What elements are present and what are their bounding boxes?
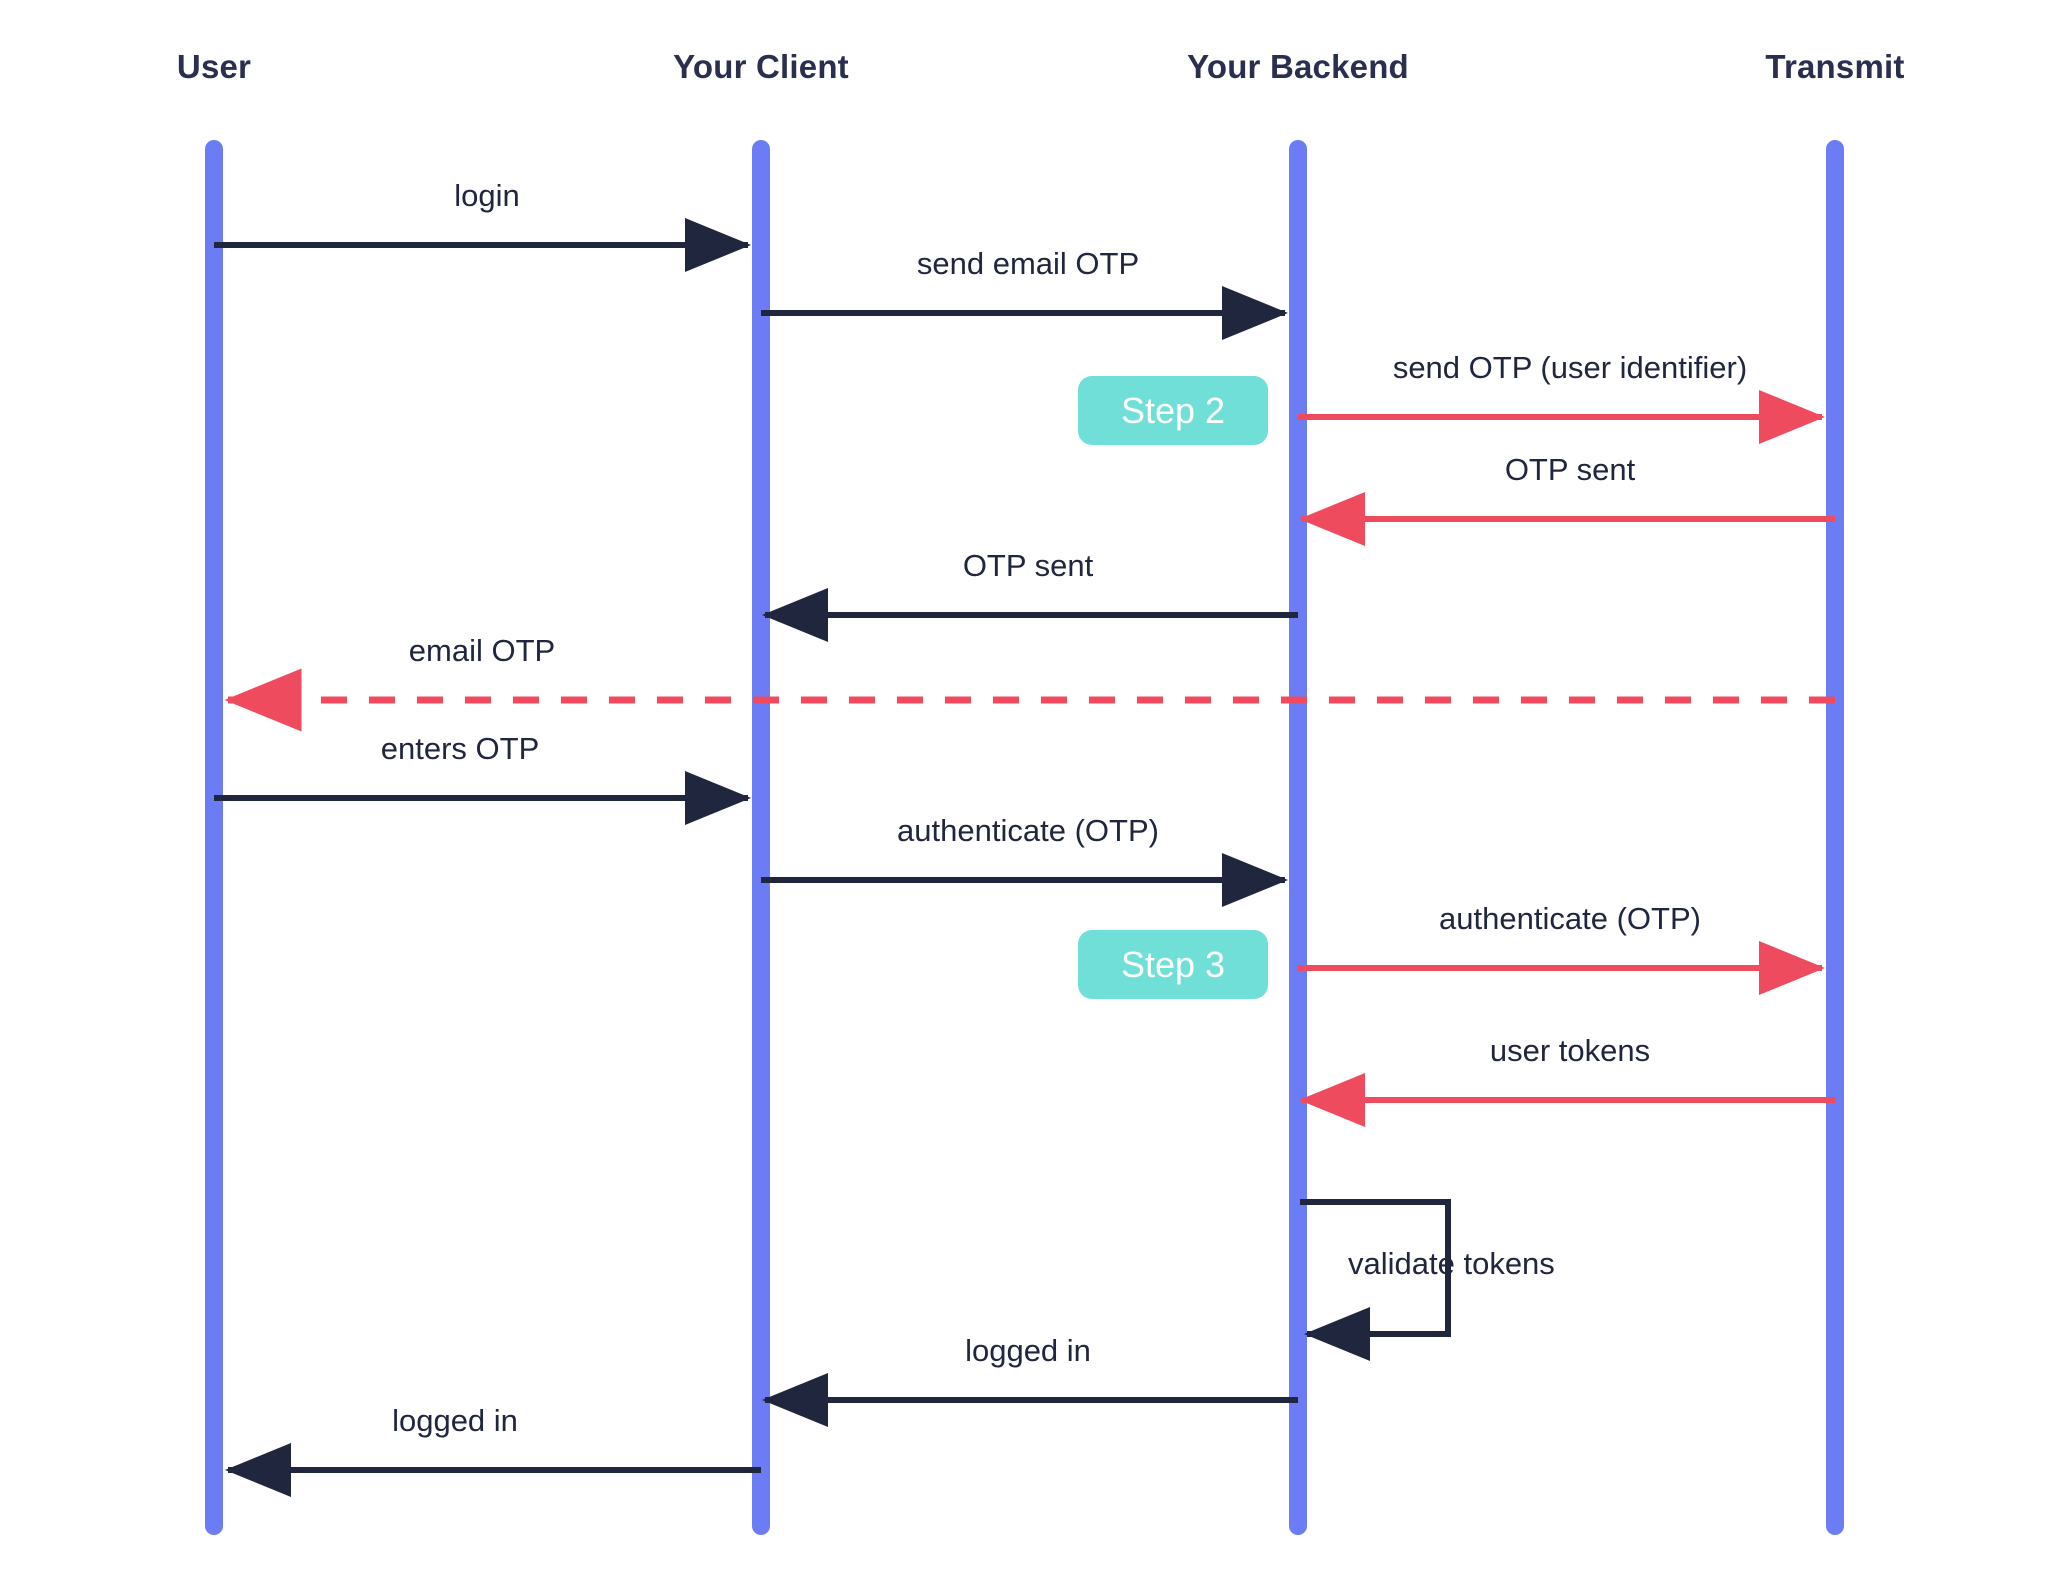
actor-label-backend: Your Backend [1187, 48, 1409, 85]
lifeline-transmit [1826, 140, 1844, 1535]
message-label-logged-in-backend: logged in [965, 1333, 1091, 1368]
message-label-otp-sent-transmit: OTP sent [1504, 452, 1636, 487]
badge-step-3[interactable]: Step 3 [1078, 930, 1268, 999]
message-label-logged-in-client: logged in [392, 1403, 518, 1438]
message-label-send-email-otp: send email OTP [916, 246, 1140, 281]
lifeline-user [205, 140, 223, 1535]
message-label-login: login [454, 178, 520, 213]
lifeline-backend [1289, 140, 1307, 1535]
actor-label-user: User [176, 48, 252, 85]
message-label-user-tokens: user tokens [1489, 1033, 1651, 1068]
message-label-authenticate-otp-client: authenticate (OTP) [897, 813, 1159, 848]
message-arrow-validate-tokens [1300, 1199, 1451, 1361]
actor-label-transmit: Transmit [1765, 48, 1905, 85]
message-label-email-otp: email OTP [408, 633, 556, 668]
actor-label-client: Your Client [673, 48, 849, 85]
message-label-send-otp-user-identifier: send OTP (user identifier) [1392, 350, 1748, 385]
badge-step-2[interactable]: Step 2 [1078, 376, 1268, 445]
message-label-authenticate-otp-backend: authenticate (OTP) [1439, 901, 1701, 936]
message-label-validate-tokens: validate tokens [1348, 1246, 1555, 1281]
message-label-otp-sent-backend: OTP sent [962, 548, 1094, 583]
lifeline-client [752, 140, 770, 1535]
message-label-enters-otp: enters OTP [380, 731, 540, 766]
